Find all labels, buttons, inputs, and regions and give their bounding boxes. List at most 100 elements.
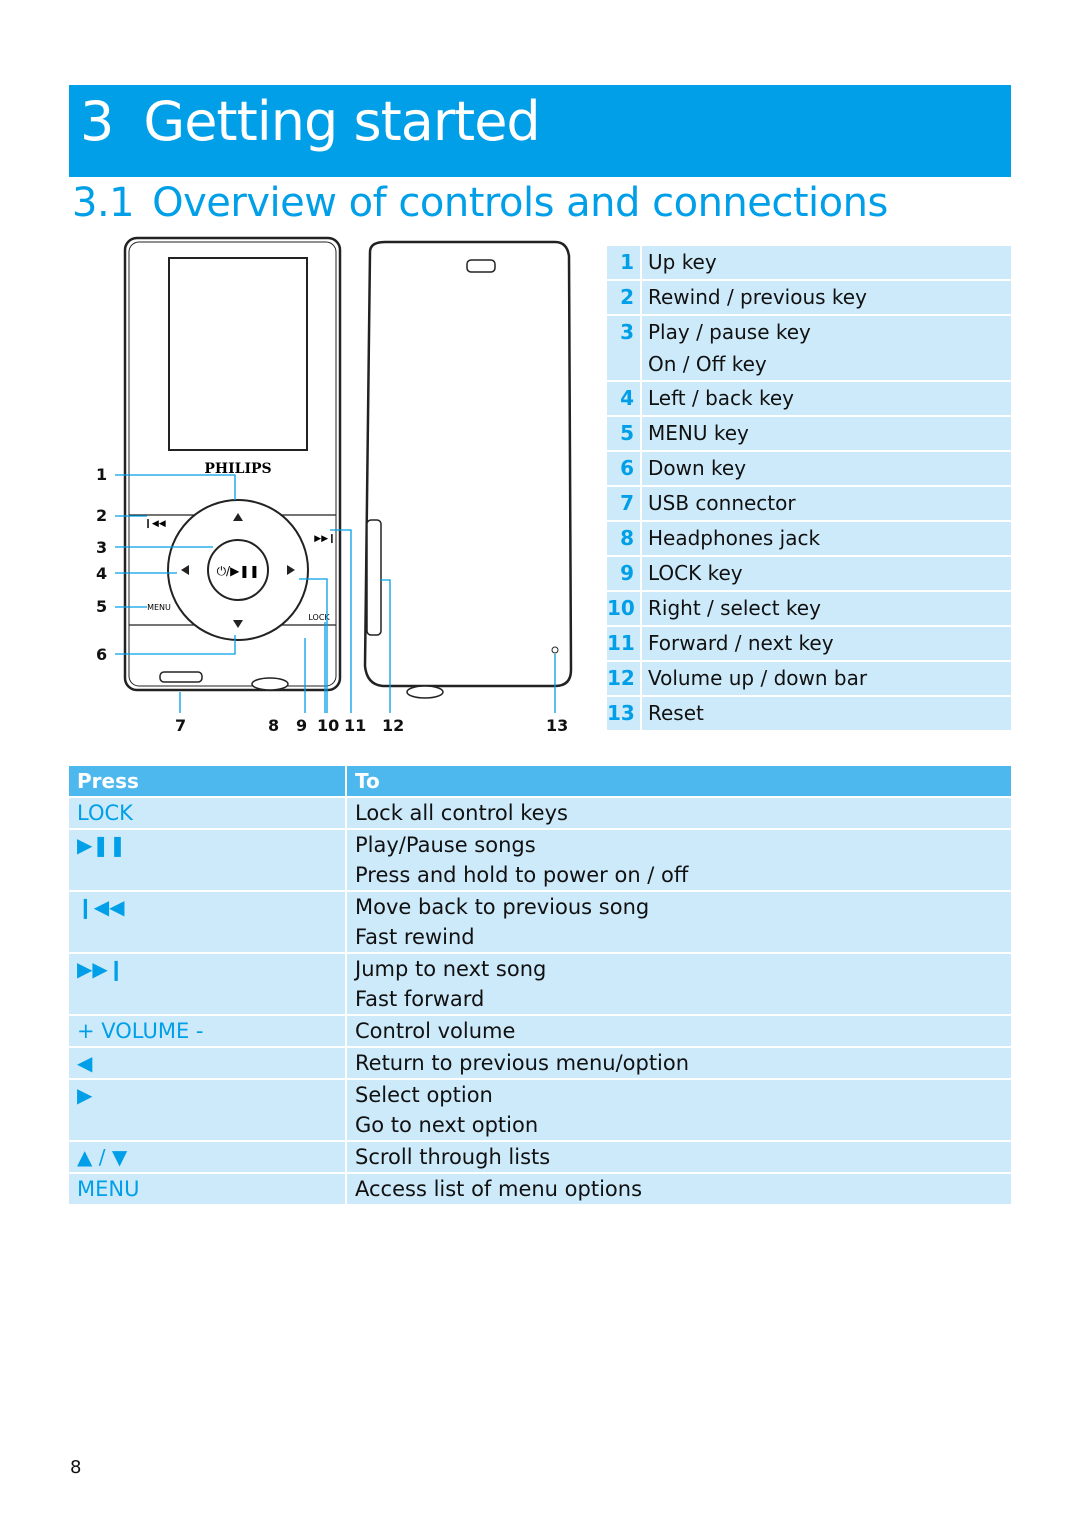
legend-number: 5 [607,417,642,450]
legend-number: 12 [607,662,642,695]
brand-label: PHILIPS [204,461,271,477]
next-icon: ▶▶❙ [69,954,347,1014]
legend-number: 7 [607,487,642,520]
section-title-text: Overview of controls and connections [152,180,888,226]
table-header: Press To [69,766,1011,796]
svg-text:⏻/▶❚❚: ⏻/▶❚❚ [217,564,260,578]
table-row: LOCK Lock all control keys [69,798,1011,828]
page-number: 8 [70,1457,82,1478]
legend-label: Right / select key [648,596,821,620]
device-diagram: PHILIPS ⏻/▶❚❚ ❙◀◀ ▶▶❙ MENU LOCK [85,230,585,740]
legend-label: Down key [648,456,747,480]
left-arrow-icon: ◀ [69,1048,347,1078]
table-cell-to: Play/Pause songs Press and hold to power… [355,833,689,887]
press-menu: MENU [69,1174,347,1204]
legend-label: USB connector [648,491,796,515]
legend-label: Forward / next key [648,631,834,655]
callout-5: 5 [96,597,108,616]
legend-number: 8 [607,522,642,555]
callout-1: 1 [96,465,108,484]
svg-text:▶▶❙: ▶▶❙ [314,534,335,544]
legend-label: Up key [648,250,717,274]
table-cell-to: Move back to previous song Fast rewind [355,895,650,949]
table-cell-to: Scroll through lists [355,1145,551,1169]
table-row: ▶▶❙Jump to next song Fast forward [69,954,1011,1014]
callout-13: 13 [546,716,569,735]
legend-number: 11 [607,627,642,660]
callout-11: 11 [344,716,367,735]
right-arrow-icon: ▶ [69,1080,347,1140]
legend-number: 4 [607,382,642,415]
legend-label: MENU key [648,421,749,445]
legend-number: 3 [607,316,642,380]
press-table: Press To LOCK Lock all control keys ▶❚❚Pl… [69,766,1011,1204]
previous-icon: ❙◀◀ [69,892,347,952]
callout-8: 8 [268,716,280,735]
table-cell-to: Jump to next song Fast forward [355,957,547,1011]
table-row: ▶Select option Go to next option [69,1080,1011,1140]
callout-2: 2 [96,506,108,525]
table-cell-to: Access list of menu options [355,1177,643,1201]
table-row: ◀ Return to previous menu/option [69,1048,1011,1078]
callout-7: 7 [175,716,187,735]
legend-label: Headphones jack [648,526,821,550]
press-lock: LOCK [69,798,347,828]
legend-label: Reset [648,701,704,725]
legend-number: 6 [607,452,642,485]
callout-10: 10 [317,716,340,735]
up-down-arrow-icon: ▲ / ▼ [69,1142,347,1172]
callout-6: 6 [96,645,108,664]
table-row: MENU Access list of menu options [69,1174,1011,1204]
legend-number: 10 [607,592,642,625]
callout-3: 3 [96,538,108,557]
section-number: 3.1 [72,180,135,226]
callout-9: 9 [296,716,308,735]
menu-button-label: MENU [147,603,171,612]
chapter-banner [69,85,1011,177]
table-row: + VOLUME - Control volume [69,1016,1011,1046]
svg-text:❙◀◀: ❙◀◀ [144,519,165,529]
legend-label: Play / pause key On / Off key [648,320,811,376]
chapter-title: 3 Getting started [80,90,541,153]
header-press: Press [69,766,347,796]
table-row: ▲ / ▼ Scroll through lists [69,1142,1011,1172]
device-illustration: PHILIPS ⏻/▶❚❚ ❙◀◀ ▶▶❙ MENU LOCK [115,236,573,713]
legend-number: 2 [607,281,642,314]
table-row: ▶❚❚Play/Pause songs Press and hold to po… [69,830,1011,890]
table-cell-to: Return to previous menu/option [355,1051,690,1075]
legend-number: 1 [607,246,642,279]
table-row: ❙◀◀Move back to previous song Fast rewin… [69,892,1011,952]
lock-button-label: LOCK [308,613,330,622]
callout-4: 4 [96,564,108,583]
legend-label: Left / back key [648,386,794,410]
header-to: To [355,769,380,793]
play-pause-icon: ▶❚❚ [69,830,347,890]
legend-label: Volume up / down bar [648,666,868,690]
table-cell-to: Control volume [355,1019,516,1043]
table-cell-to: Lock all control keys [355,801,568,825]
legend-label: Rewind / previous key [648,285,867,309]
section-title: 3.1 Overview of controls and connections [72,180,888,226]
chapter-title-text: Getting started [143,90,540,153]
press-volume: + VOLUME - [69,1016,347,1046]
chapter-number: 3 [80,90,114,153]
legend-number: 13 [607,697,642,730]
legend-number: 9 [607,557,642,590]
callout-12: 12 [382,716,405,735]
legend-label: LOCK key [648,561,743,585]
table-cell-to: Select option Go to next option [355,1083,539,1137]
